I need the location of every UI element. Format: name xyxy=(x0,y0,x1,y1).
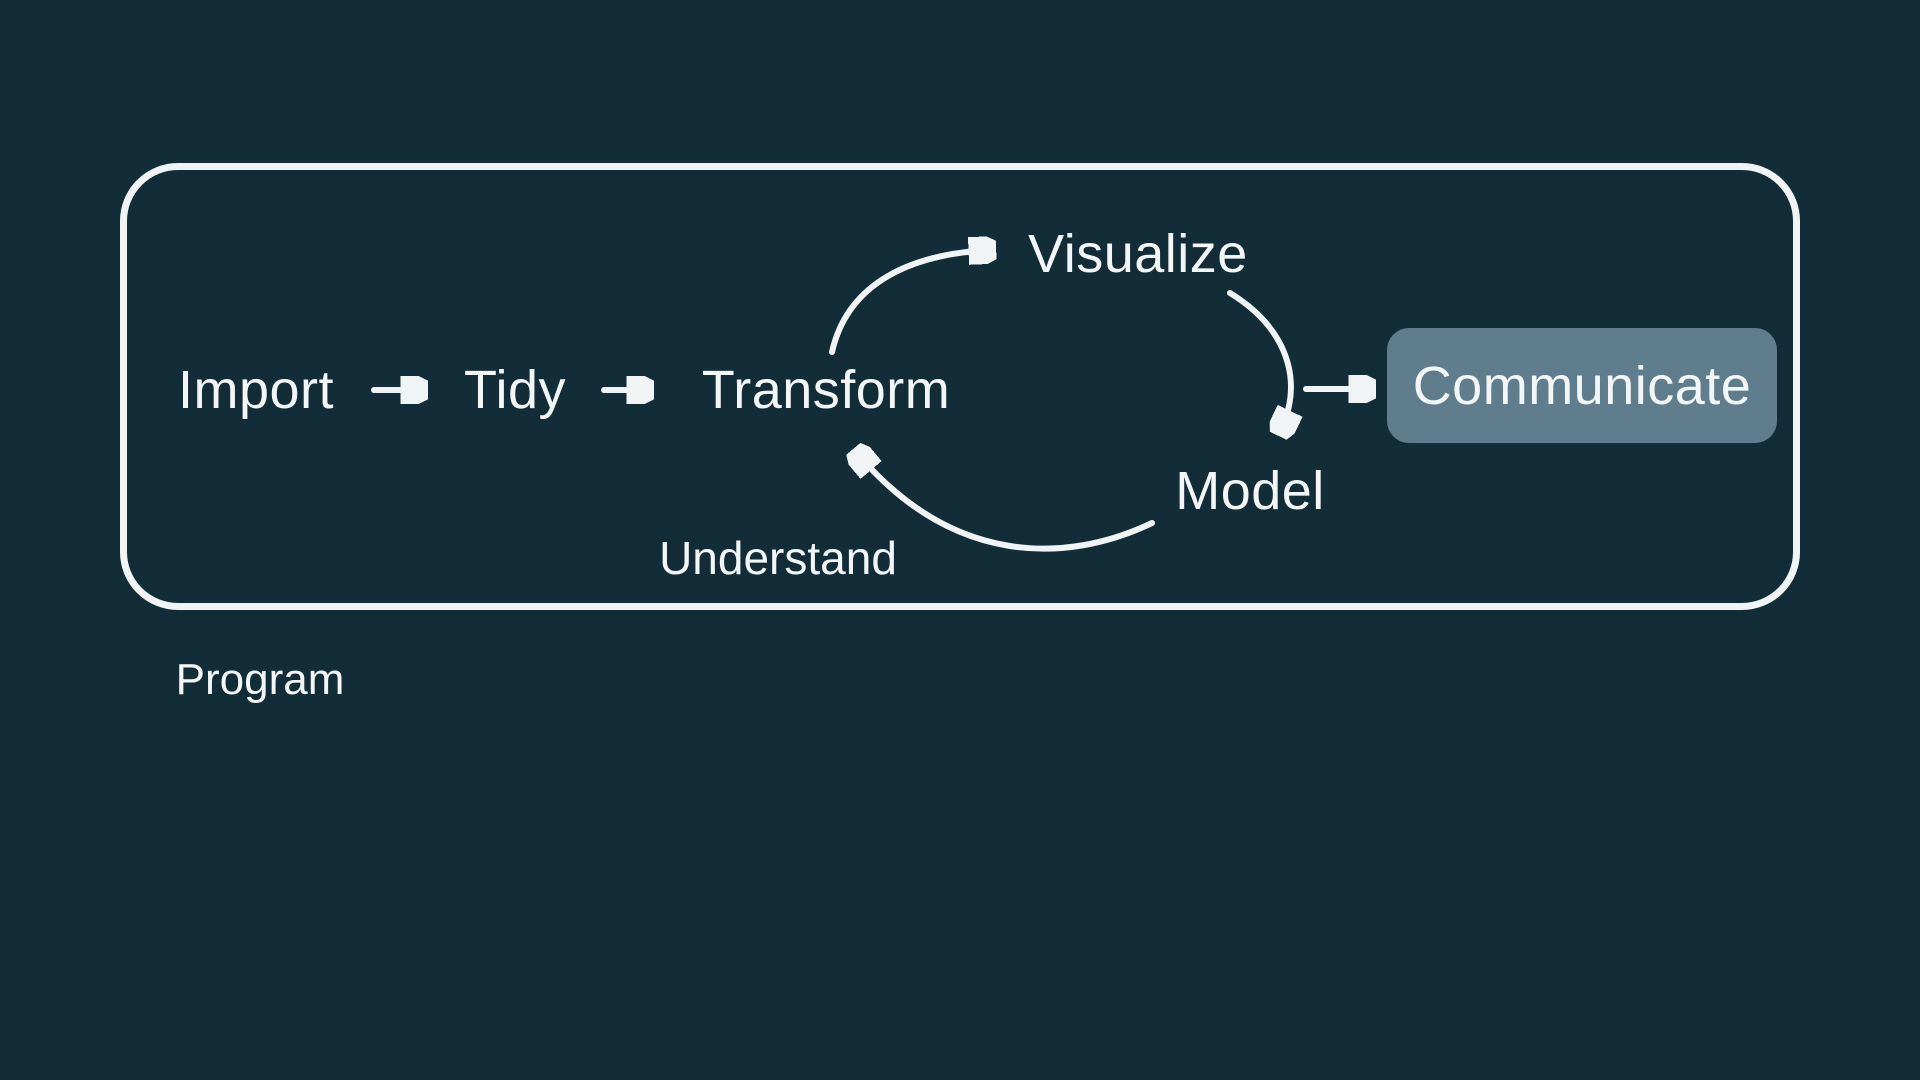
node-tidy: Tidy xyxy=(463,360,567,420)
node-communicate: Communicate xyxy=(1412,355,1752,416)
program-label: Program xyxy=(175,655,345,704)
node-model: Model xyxy=(1175,461,1325,521)
node-import: Import xyxy=(177,360,335,420)
program-boundary-box xyxy=(120,163,1800,610)
understand-label: Understand xyxy=(659,532,897,584)
node-communicate-highlight-box: Communicate xyxy=(1387,328,1777,443)
node-visualize: Visualize xyxy=(1028,224,1248,284)
node-transform: Transform xyxy=(701,360,951,420)
